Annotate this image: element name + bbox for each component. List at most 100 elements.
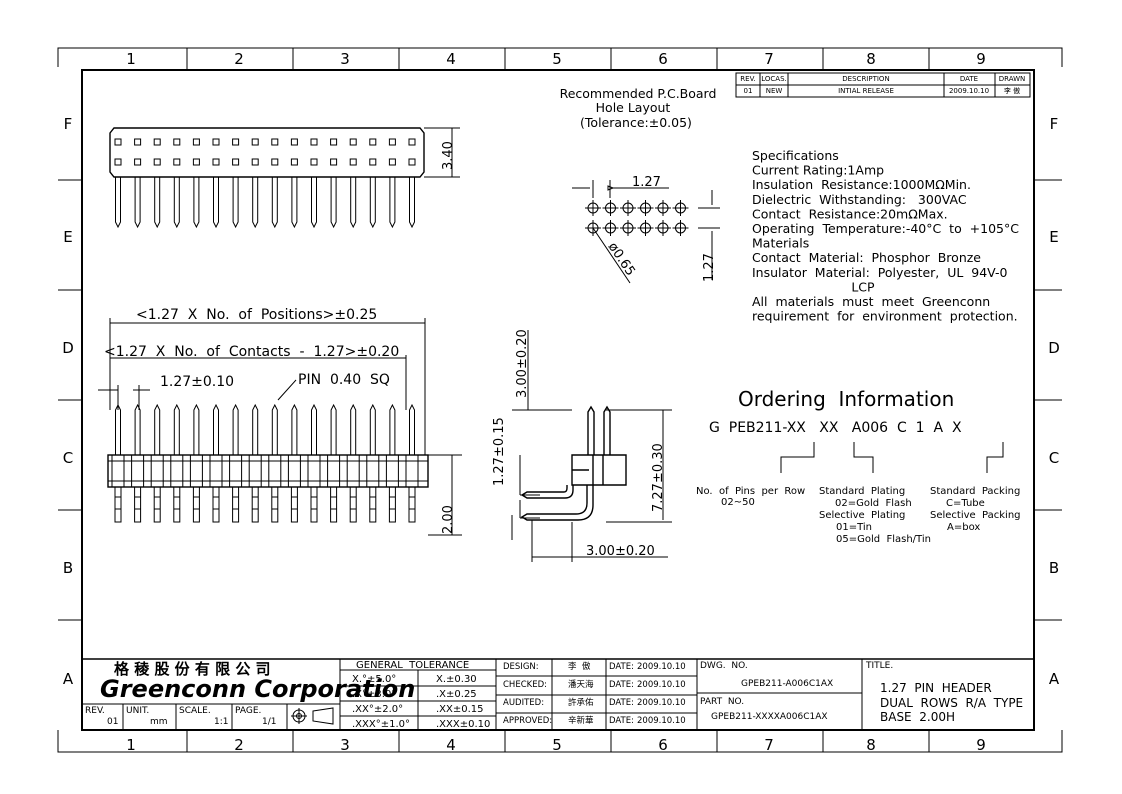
zone-row-label: B — [1049, 559, 1059, 577]
plating-option: 05=Gold Flash/Tin — [836, 534, 931, 545]
side-view: 3.00±0.20 1.27±0.15 7.27±0.30 3.00±0.20 — [492, 329, 672, 562]
pin-leg — [154, 177, 161, 229]
front-pin-housing-seg — [170, 455, 184, 487]
zone-row-label: A — [63, 670, 74, 688]
hole-centerline — [620, 220, 636, 236]
spec-line: Contact Material: Phosphor Bronze — [752, 250, 981, 265]
rev-header-rev: REV. — [740, 75, 755, 83]
front-pin-housing-seg — [268, 455, 282, 487]
pin-leg — [213, 177, 219, 229]
pin-square — [271, 158, 279, 166]
front-pin-housing-seg — [131, 455, 145, 487]
front-pin-housing-seg — [327, 455, 341, 487]
page-value: 1/1 — [262, 717, 276, 727]
hole-row-pitch-dim: 1.27 — [702, 253, 717, 282]
pin-leg — [330, 177, 337, 229]
plating-option: Selective Plating — [819, 510, 905, 521]
pin-note: PIN 0.40 SQ — [298, 372, 390, 388]
front-pin-lower — [290, 487, 298, 523]
tolerance-angle: .XXX°±1.0° — [352, 719, 410, 730]
pin-leg — [291, 177, 298, 229]
pin-square — [290, 138, 298, 146]
projection-symbol — [291, 707, 334, 725]
zone-column-label: 7 — [764, 50, 774, 68]
signoff-date: 2009.10.10 — [637, 698, 686, 708]
part-no-label: PART NO. — [700, 697, 744, 707]
zone-column-label: 7 — [764, 736, 774, 754]
pins-per-row-range: 02~50 — [721, 497, 755, 508]
rev-header-date: DATE — [960, 75, 978, 83]
ordering-title: Ordering Information — [738, 387, 954, 411]
zone-column-label: 2 — [234, 50, 244, 68]
pin-square — [192, 138, 200, 146]
packing-option: Selective Packing — [930, 510, 1021, 521]
side-dim-offset: 1.27±0.15 — [492, 417, 507, 486]
front-pin-upper — [134, 403, 141, 455]
dim-contacts: <1.27 X No. of Contacts - 1.27>±0.20 — [104, 344, 399, 360]
front-pin-upper — [291, 403, 298, 455]
front-pin-lower — [232, 487, 240, 523]
front-pin-upper — [115, 403, 121, 455]
ordering-information: Ordering Information G PEB211-XX XX A006… — [696, 387, 1021, 545]
spec-line: Contact Resistance:20mΩMax. — [752, 206, 948, 221]
top-view-height-dim: 3.40 — [441, 141, 456, 170]
scale-label: SCALE. — [179, 706, 211, 716]
hole-centerline — [585, 200, 601, 216]
front-pin-lower — [153, 487, 161, 523]
pin-square — [232, 158, 240, 166]
zone-column-label: 4 — [446, 736, 456, 754]
front-pin-housing-seg — [287, 455, 301, 487]
pin-square — [134, 138, 142, 146]
signoff-role: AUDITED: — [503, 698, 544, 708]
pin-leg — [193, 177, 200, 229]
front-pin-upper — [369, 403, 376, 455]
hole-centerline — [672, 220, 689, 236]
front-pin-housing-seg — [189, 455, 203, 487]
pin-square — [369, 138, 377, 146]
packing-option: A=box — [947, 522, 980, 533]
pin-square — [408, 158, 416, 166]
zone-row-label: F — [1050, 115, 1059, 133]
hole-layout-title-1: Recommended P.C.Board — [560, 86, 717, 101]
pin-square — [330, 158, 338, 166]
zone-column-label: 9 — [976, 736, 986, 754]
pin-square — [349, 158, 357, 166]
signoff-date: 2009.10.10 — [637, 680, 686, 690]
zone-column-label: 9 — [976, 50, 986, 68]
tolerance-header: GENERAL TOLERANCE — [356, 660, 469, 671]
front-pin-lower — [408, 487, 416, 523]
front-pin-upper — [389, 403, 396, 455]
signoff-date: 2009.10.10 — [637, 662, 686, 672]
zone-row-label: E — [63, 228, 72, 246]
front-pin-lower — [330, 487, 338, 523]
tolerance-table: X.°±5.0°X.±0.30.X°±3.0°.X±0.25.XX°±2.0°.… — [352, 674, 490, 730]
pin-leg — [311, 177, 317, 229]
hole-centerline — [602, 200, 619, 216]
tolerance-angle: .X°±3.0° — [352, 689, 396, 700]
pin-square — [251, 138, 259, 146]
rev-header-locas: LOCAS. — [761, 75, 787, 83]
front-pin-upper — [193, 403, 200, 455]
hole-diameter-dim: ø0.65 — [605, 240, 638, 279]
plating-option: 01=Tin — [836, 522, 872, 533]
front-pin-housing-seg — [111, 455, 125, 487]
signoff-date-label: DATE: — [609, 716, 634, 726]
company-name-en: Greenconn Corporation — [100, 675, 415, 703]
front-pin-housing-seg — [385, 455, 399, 487]
zone-row-label: F — [64, 115, 73, 133]
front-pin-upper — [311, 403, 317, 455]
zone-column-label: 5 — [552, 50, 562, 68]
title-line-2: DUAL ROWS R/A TYPE — [880, 696, 1023, 710]
spec-line: LCP — [752, 279, 875, 294]
front-pin-housing-seg — [229, 455, 243, 487]
zone-column-label: 5 — [552, 736, 562, 754]
zone-row-label: A — [1049, 670, 1060, 688]
rev-header-drawn: DRAWN — [999, 75, 1026, 83]
front-pin-housing-seg — [248, 455, 262, 487]
hole-centerline — [620, 200, 636, 216]
